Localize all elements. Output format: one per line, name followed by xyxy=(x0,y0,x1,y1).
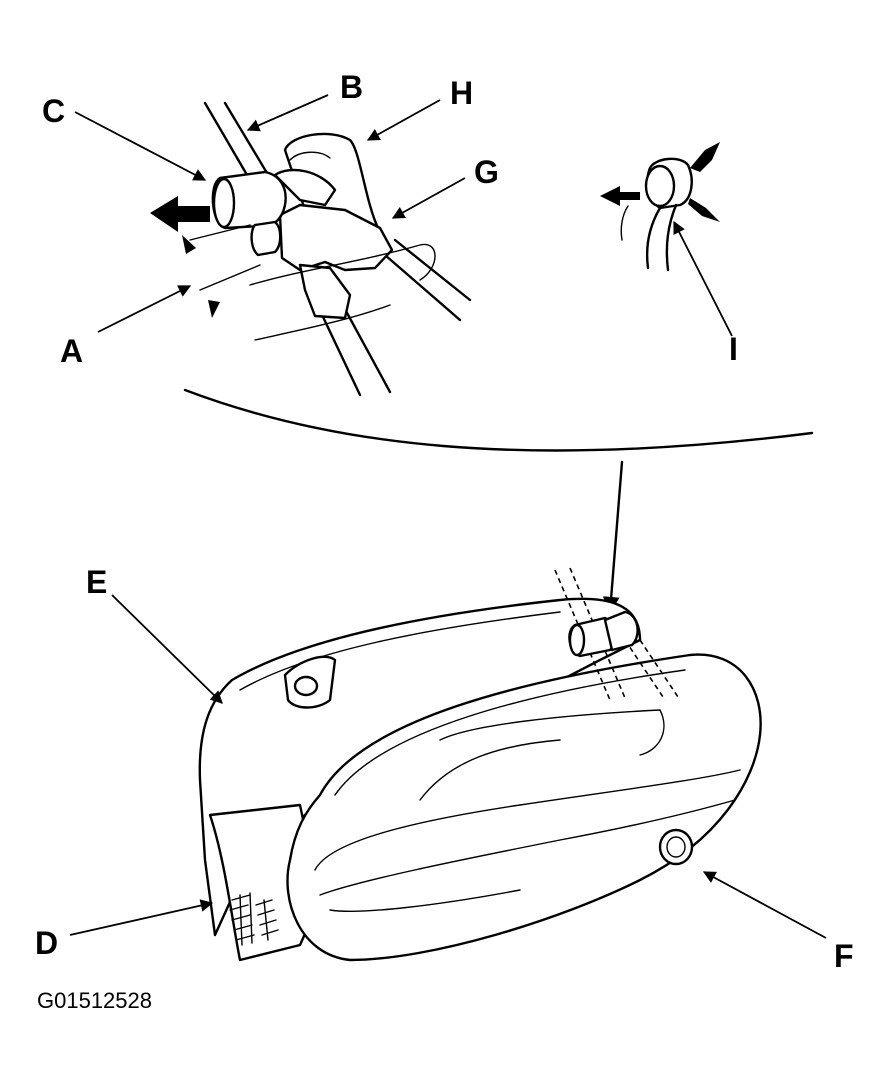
label-d: D xyxy=(35,925,58,961)
label-h: H xyxy=(450,75,473,111)
grip-pattern xyxy=(229,892,279,946)
label-e: E xyxy=(86,564,107,600)
separator-curve xyxy=(183,388,814,452)
figure-code: G01512528 xyxy=(37,988,152,1013)
label-a: A xyxy=(60,333,83,369)
rod-clip-detail xyxy=(150,101,472,397)
clip-i-detail xyxy=(600,142,720,272)
door-handle-assembly xyxy=(198,567,762,962)
label-i: I xyxy=(729,331,738,367)
label-b: B xyxy=(340,69,363,105)
label-f: F xyxy=(834,938,854,974)
leader-lines xyxy=(69,94,827,939)
label-c: C xyxy=(42,93,65,129)
detail-pointer-arrow xyxy=(602,460,624,614)
label-g: G xyxy=(474,154,499,190)
